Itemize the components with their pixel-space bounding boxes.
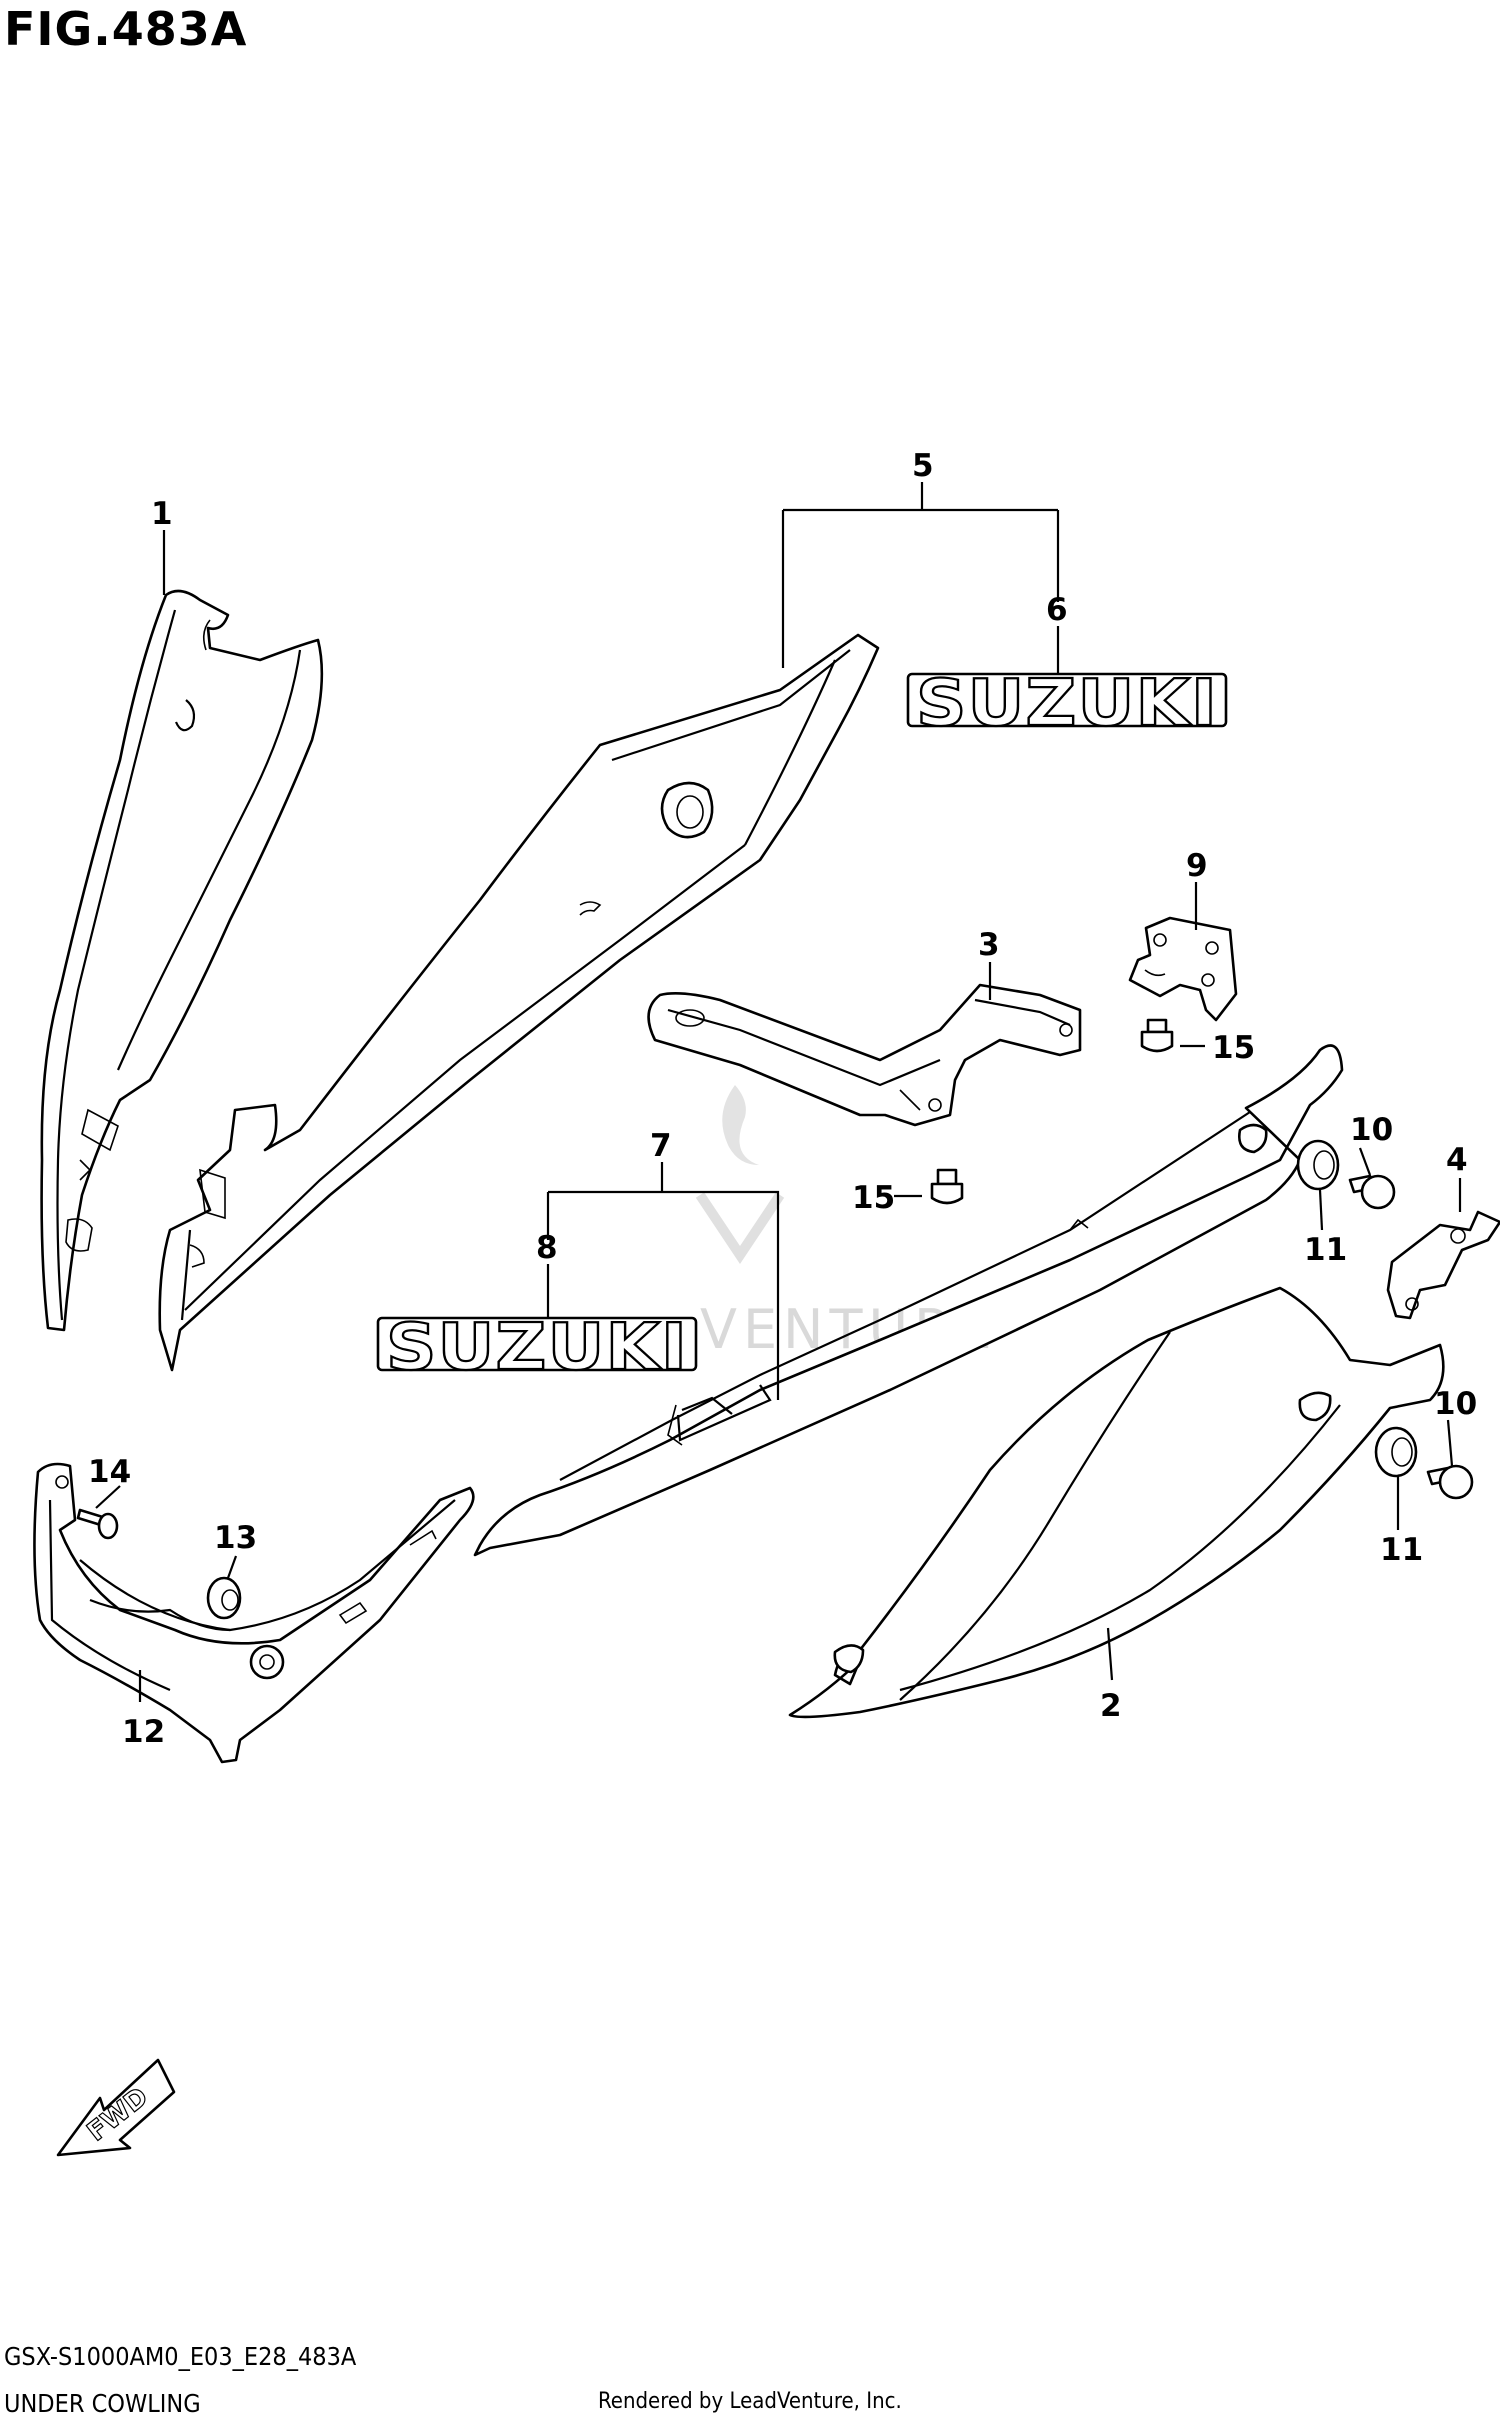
part-2-under-cowling[interactable] — [788, 1286, 1445, 1719]
callout-9: 9 — [1186, 848, 1208, 884]
callout-15a: 15 — [1212, 1030, 1255, 1066]
model-code: GSX-S1000AM0_E03_E28_483A — [4, 2342, 357, 2371]
callout-13: 13 — [214, 1520, 257, 1556]
part-11-grommet-a[interactable] — [1296, 1139, 1340, 1191]
part-1-side-cowling[interactable] — [40, 589, 324, 1332]
callout-7: 7 — [650, 1128, 672, 1164]
emblem-6-text: SUZUKI — [916, 667, 1218, 741]
part-4-bracket[interactable] — [1386, 1210, 1500, 1320]
leader-lines — [95, 482, 1462, 1702]
part-14-screw[interactable] — [76, 1508, 119, 1540]
part-6-suzuki-emblem[interactable]: SUZUKI — [906, 666, 1228, 742]
callout-4: 4 — [1446, 1142, 1468, 1178]
callout-labels: 1 5 6 9 3 15 7 8 15 10 11 4 10 11 14 13 … — [88, 448, 1477, 1750]
part-10-screw-b[interactable] — [1426, 1464, 1474, 1500]
part-10-screw-a[interactable] — [1348, 1174, 1396, 1210]
callout-5: 5 — [912, 448, 934, 484]
section-name: UNDER COWLING — [4, 2389, 201, 2418]
callout-11a: 11 — [1304, 1232, 1347, 1268]
callout-2: 2 — [1100, 1688, 1122, 1724]
callout-6: 6 — [1046, 592, 1068, 628]
part-7-under-cowling-right[interactable] — [473, 1044, 1344, 1557]
part-12-lower-panel[interactable] — [33, 1462, 475, 1764]
figure-title: FIG.483A — [4, 2, 248, 56]
part-15-screw-b[interactable] — [930, 1168, 964, 1205]
part-5-under-cowling-left[interactable] — [158, 633, 880, 1372]
part-9-bracket[interactable] — [1128, 916, 1238, 1022]
callout-12: 12 — [122, 1714, 165, 1750]
part-3-bracket[interactable] — [647, 983, 1082, 1127]
callout-1: 1 — [151, 496, 173, 532]
callout-11b: 11 — [1380, 1532, 1423, 1568]
callout-10b: 10 — [1434, 1386, 1477, 1422]
callout-10a: 10 — [1350, 1112, 1393, 1148]
part-15-screw-a[interactable] — [1140, 1018, 1174, 1053]
forward-direction-arrow: FWD — [56, 2058, 176, 2157]
callout-14: 14 — [88, 1454, 131, 1490]
rendered-by: Rendered by LeadVenture, Inc. — [598, 2389, 902, 2414]
callout-15b: 15 — [852, 1180, 895, 1216]
part-8-suzuki-emblem[interactable]: SUZUKI — [376, 1310, 698, 1386]
callout-3: 3 — [978, 927, 1000, 963]
part-13-grommet[interactable] — [206, 1576, 242, 1620]
emblem-8-text: SUZUKI — [386, 1311, 688, 1385]
part-11-grommet-b[interactable] — [1374, 1426, 1418, 1478]
callout-8: 8 — [536, 1230, 558, 1266]
